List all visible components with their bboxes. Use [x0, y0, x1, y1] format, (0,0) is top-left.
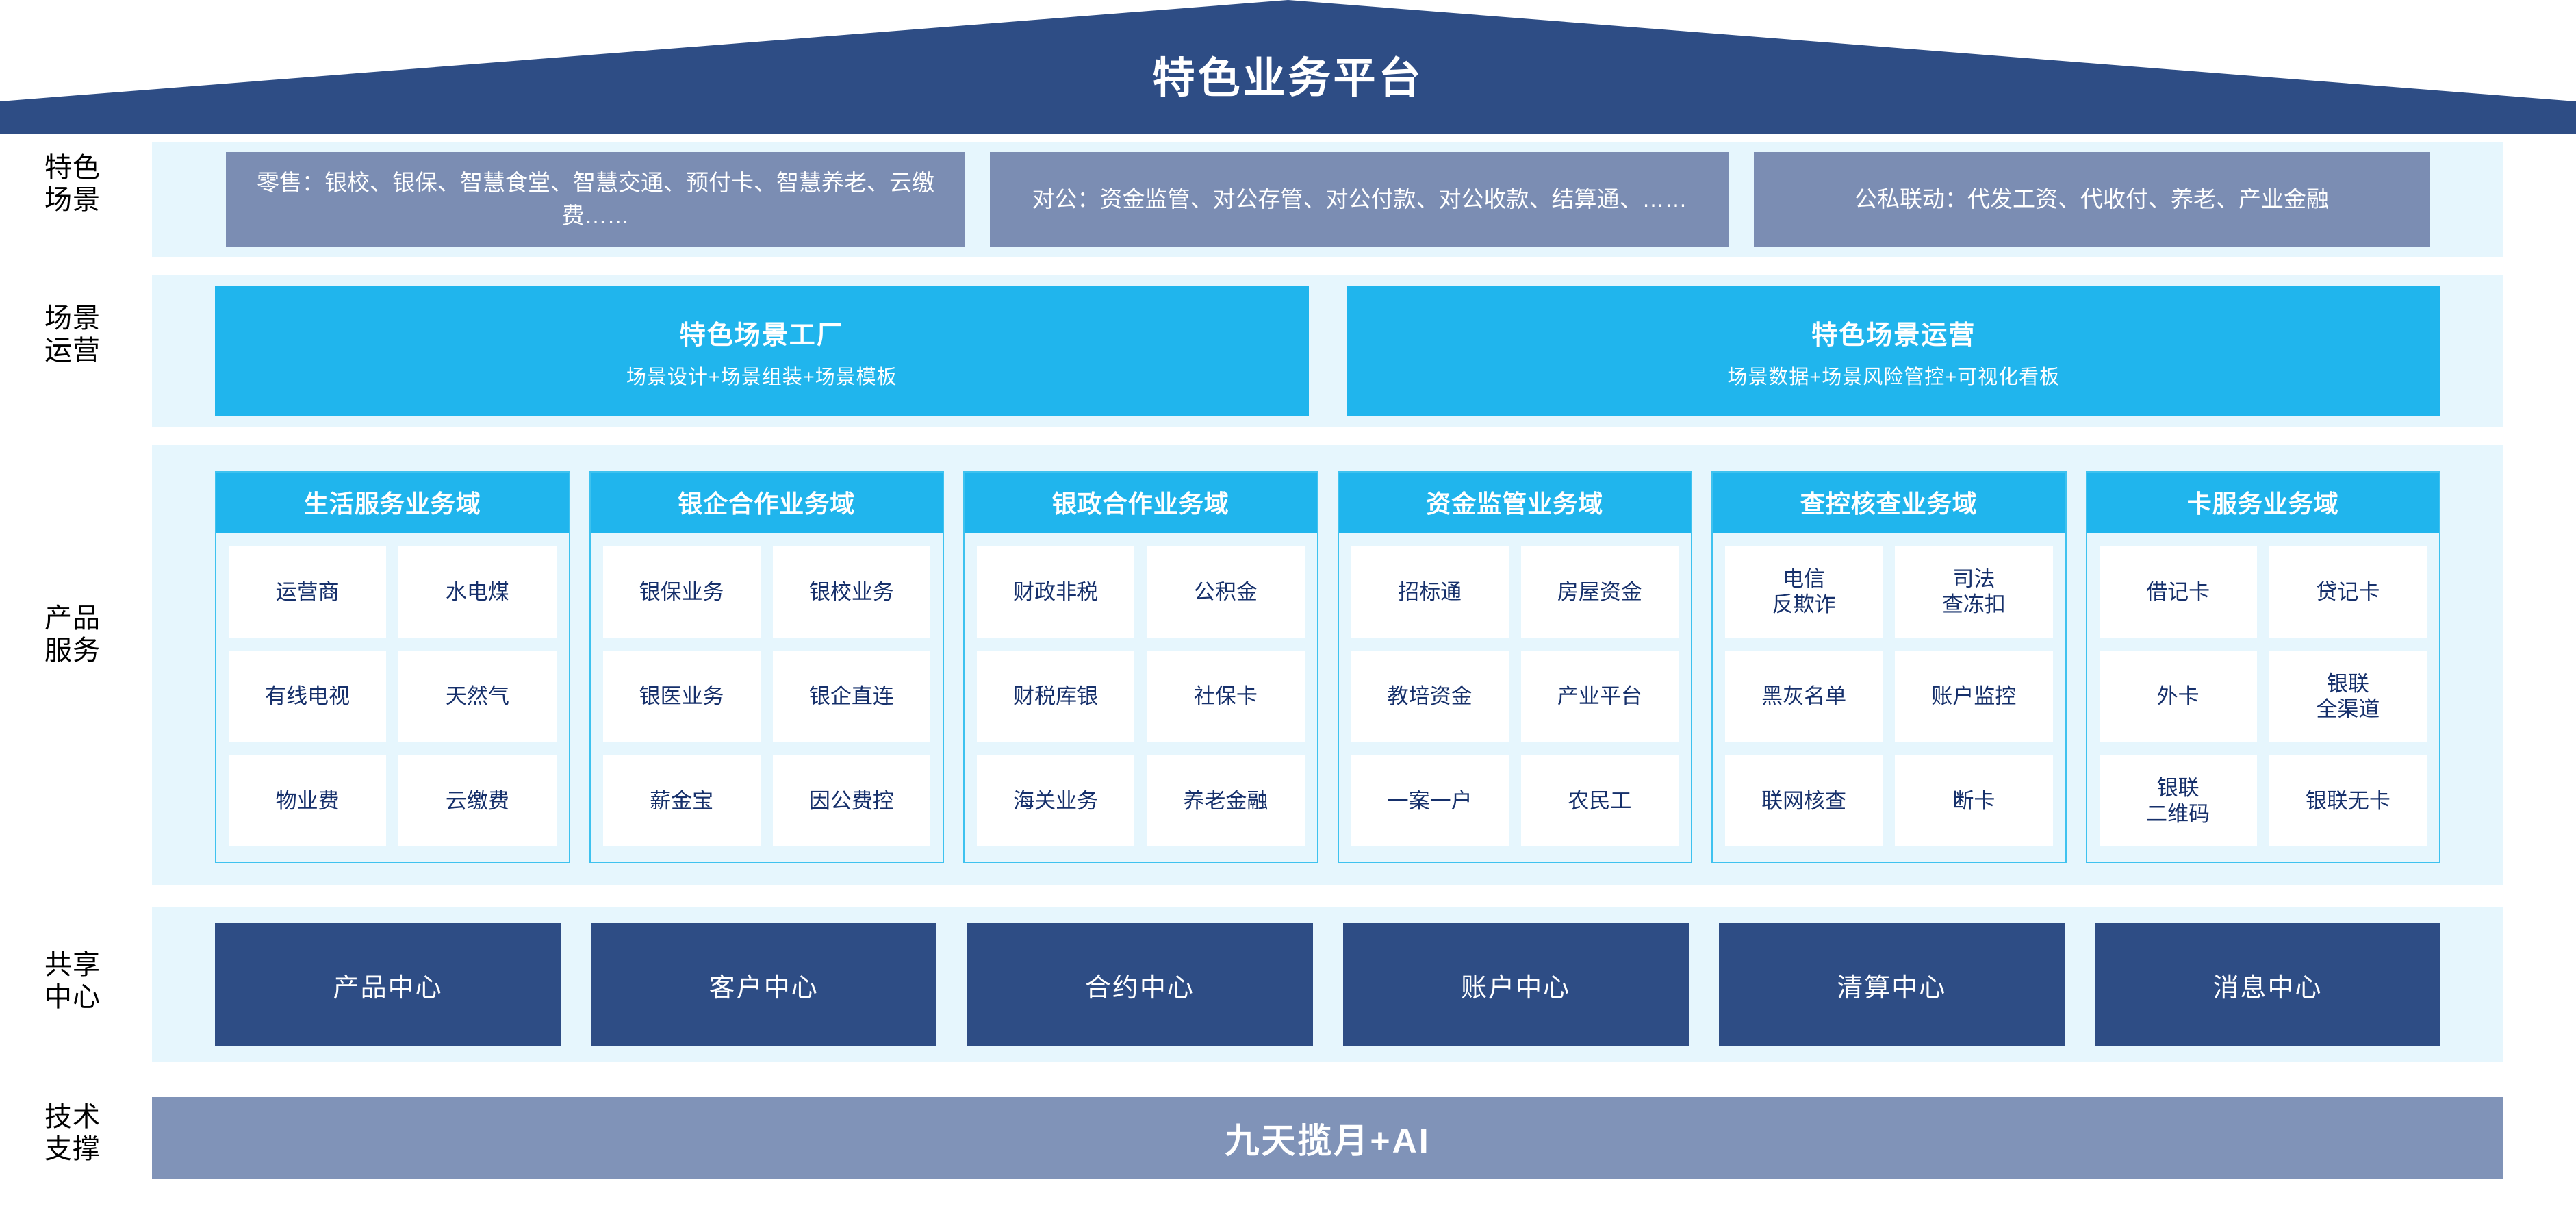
tech-support-bar[interactable]: 九天揽月+AI — [152, 1097, 2503, 1179]
domain-title: 银政合作业务域 — [965, 473, 1317, 533]
domain-item[interactable]: 财税库银 — [977, 651, 1135, 742]
domain-card-investigation-control: 查控核查业务域 电信 反欺诈 司法 查冻扣 黑灰名单 账户监控 联网核查 断卡 — [1711, 471, 2067, 863]
domain-item[interactable]: 有线电视 — [229, 651, 387, 742]
scenario-box-corporate[interactable]: 对公：资金监管、对公存管、对公付款、对公收款、结算通、…… — [990, 152, 1729, 247]
operations-box-scene-operation[interactable]: 特色场景运营 场景数据+场景风险管控+可视化看板 — [1347, 286, 2440, 416]
domain-item[interactable]: 贷记卡 — [2269, 546, 2427, 638]
domain-item-grid: 招标通 房屋资金 教培资金 产业平台 一案一户 农民工 — [1339, 533, 1692, 862]
domain-item[interactable]: 银企直连 — [772, 651, 930, 742]
scenario-box-retail[interactable]: 零售：银校、银保、智慧食堂、智慧交通、预付卡、智慧养老、云缴费…… — [226, 152, 965, 247]
domain-item[interactable]: 联网核查 — [1725, 755, 1883, 846]
domain-item[interactable]: 因公费控 — [772, 755, 930, 846]
operations-box-scene-factory[interactable]: 特色场景工厂 场景设计+场景组装+场景模板 — [215, 286, 1309, 416]
operations-subtitle: 场景设计+场景组装+场景模板 — [626, 366, 897, 388]
operations-row: 特色场景工厂 场景设计+场景组装+场景模板 特色场景运营 场景数据+场景风险管控… — [152, 286, 2503, 416]
domain-card-bank-government: 银政合作业务域 财政非税 公积金 财税库银 社保卡 海关业务 养老金融 — [963, 471, 1318, 863]
domain-title: 生活服务业务域 — [216, 473, 569, 533]
scenario-row: 零售：银校、银保、智慧食堂、智慧交通、预付卡、智慧养老、云缴费…… 对公：资金监… — [152, 152, 2503, 247]
shared-center-settlement[interactable]: 清算中心 — [1718, 923, 2065, 1046]
row-label-products: 产品 服务 — [44, 603, 101, 666]
domain-item[interactable]: 农民工 — [1520, 755, 1679, 846]
domain-card-bank-enterprise: 银企合作业务域 银保业务 银校业务 银医业务 银企直连 薪金宝 因公费控 — [589, 471, 944, 863]
domain-item[interactable]: 教培资金 — [1351, 651, 1509, 742]
domain-card-fund-supervision: 资金监管业务域 招标通 房屋资金 教培资金 产业平台 一案一户 农民工 — [1337, 471, 1692, 863]
domain-card-card-services: 卡服务业务域 借记卡 贷记卡 外卡 银联 全渠道 银联 二维码 银联无卡 — [2085, 471, 2440, 863]
operations-title: 特色场景运营 — [1811, 320, 1976, 350]
domain-item[interactable]: 运营商 — [229, 546, 387, 638]
domain-item[interactable]: 招标通 — [1351, 546, 1509, 638]
domain-item[interactable]: 房屋资金 — [1520, 546, 1679, 638]
domain-item-grid: 电信 反欺诈 司法 查冻扣 黑灰名单 账户监控 联网核查 断卡 — [1713, 533, 2065, 862]
domain-item[interactable]: 银校业务 — [772, 546, 930, 638]
shared-center-contract[interactable]: 合约中心 — [967, 923, 1313, 1046]
domain-item[interactable]: 银联 全渠道 — [2269, 651, 2427, 742]
domain-item[interactable]: 账户监控 — [1895, 651, 2053, 742]
domain-item[interactable]: 借记卡 — [2099, 546, 2257, 638]
operations-title: 特色场景工厂 — [679, 320, 844, 350]
shared-center-product[interactable]: 产品中心 — [215, 923, 561, 1046]
shared-centers-row: 产品中心 客户中心 合约中心 账户中心 清算中心 消息中心 — [152, 923, 2503, 1046]
domain-item[interactable]: 海关业务 — [977, 755, 1135, 846]
domain-item[interactable]: 银联 二维码 — [2099, 755, 2257, 846]
domain-item[interactable]: 外卡 — [2099, 651, 2257, 742]
domain-item[interactable]: 公积金 — [1147, 546, 1305, 638]
domain-item[interactable]: 产业平台 — [1520, 651, 1679, 742]
domain-item[interactable]: 断卡 — [1895, 755, 2053, 846]
products-row: 生活服务业务域 运营商 水电煤 有线电视 天然气 物业费 云缴费 银企合作业务域… — [152, 471, 2503, 863]
scenario-box-public-private[interactable]: 公私联动：代发工资、代收付、养老、产业金融 — [1754, 152, 2430, 247]
domain-item-grid: 运营商 水电煤 有线电视 天然气 物业费 云缴费 — [216, 533, 569, 862]
shared-center-message[interactable]: 消息中心 — [2094, 923, 2441, 1046]
domain-item[interactable]: 物业费 — [229, 755, 387, 846]
domain-title: 查控核查业务域 — [1713, 473, 2065, 533]
shared-center-account[interactable]: 账户中心 — [1342, 923, 1689, 1046]
domain-item[interactable]: 水电煤 — [398, 546, 557, 638]
domain-item[interactable]: 薪金宝 — [602, 755, 761, 846]
domain-item[interactable]: 云缴费 — [398, 755, 557, 846]
domain-item[interactable]: 银联无卡 — [2269, 755, 2427, 846]
domain-item[interactable]: 社保卡 — [1147, 651, 1305, 742]
domain-title: 资金监管业务域 — [1338, 473, 1691, 533]
domain-item[interactable]: 司法 查冻扣 — [1895, 546, 2053, 638]
operations-subtitle: 场景数据+场景风险管控+可视化看板 — [1727, 366, 2061, 388]
page-title: 特色业务平台 — [1152, 55, 1424, 102]
row-label-tech-support: 技术 支撑 — [44, 1102, 101, 1165]
domain-item[interactable]: 电信 反欺诈 — [1725, 546, 1883, 638]
domain-item[interactable]: 银保业务 — [602, 546, 761, 638]
domain-item[interactable]: 一案一户 — [1351, 755, 1509, 846]
domain-item-grid: 财政非税 公积金 财税库银 社保卡 海关业务 养老金融 — [965, 533, 1317, 862]
platform-header-roof: 特色业务平台 — [0, 0, 2576, 134]
row-label-scenario: 特色 场景 — [44, 153, 101, 216]
shared-center-customer[interactable]: 客户中心 — [591, 923, 937, 1046]
domain-item[interactable]: 财政非税 — [977, 546, 1135, 638]
domain-item[interactable]: 银医业务 — [602, 651, 761, 742]
domain-title: 银企合作业务域 — [590, 473, 943, 533]
domain-item-grid: 借记卡 贷记卡 外卡 银联 全渠道 银联 二维码 银联无卡 — [2087, 533, 2440, 862]
domain-card-life-services: 生活服务业务域 运营商 水电煤 有线电视 天然气 物业费 云缴费 — [215, 471, 570, 863]
row-label-shared-centers: 共享 中心 — [44, 950, 101, 1013]
domain-item[interactable]: 养老金融 — [1147, 755, 1305, 846]
domain-title: 卡服务业务域 — [2087, 473, 2439, 533]
domain-item[interactable]: 天然气 — [398, 651, 557, 742]
row-label-operations: 场景 运营 — [44, 303, 101, 366]
roof-shape-icon — [0, 0, 2576, 134]
domain-item-grid: 银保业务 银校业务 银医业务 银企直连 薪金宝 因公费控 — [591, 533, 943, 862]
domain-item[interactable]: 黑灰名单 — [1725, 651, 1883, 742]
